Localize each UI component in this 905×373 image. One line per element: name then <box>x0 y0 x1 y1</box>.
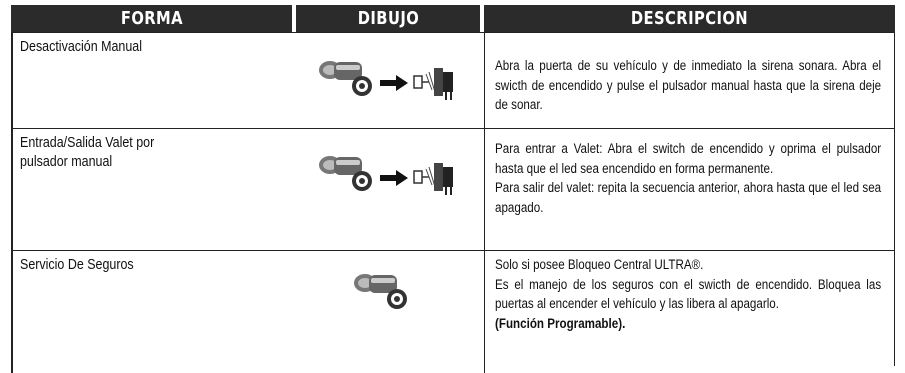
row2-forma-line1: Entrada/Salida Valet por <box>20 135 155 151</box>
row2-desc-text-2: Para salir del valet: repita la secuenci… <box>495 180 882 215</box>
ignition-key-icon <box>319 156 372 191</box>
column-divider <box>484 32 485 373</box>
header-descripcion: DESCRIPCION <box>484 5 895 32</box>
arrow-right-icon <box>380 75 408 91</box>
row-separator <box>11 250 895 251</box>
header-dibujo: DIBUJO <box>296 5 480 32</box>
row2-description: Para entrar a Valet: Abra el switch de e… <box>495 139 881 217</box>
row1-forma: Desactivación Manual <box>20 38 162 57</box>
row-separator <box>11 128 895 129</box>
ignition-key-icon <box>354 274 407 309</box>
row2-desc-text-1: Para entrar a Valet: Abra el switch de e… <box>495 141 882 176</box>
header-forma: FORMA <box>11 5 292 32</box>
key-to-button-figure <box>319 61 453 100</box>
row-separator <box>11 32 895 33</box>
header-descripcion-label: DESCRIPCION <box>630 8 749 29</box>
row3-desc-bold: (Función Programable). <box>495 315 626 331</box>
row3-forma-text: Servicio De Seguros <box>20 257 134 273</box>
key-figure <box>354 274 407 309</box>
row3-desc-line1: Solo si posee Bloqueo Central ULTRA®. <box>495 257 704 272</box>
ignition-key-icon <box>319 61 372 96</box>
row1-description: Abra la puerta de su vehículo y de inmed… <box>495 56 881 115</box>
key-to-button-figure <box>319 156 453 195</box>
row1-desc-text: Abra la puerta de su vehículo y de inmed… <box>495 58 882 112</box>
row3-desc-line2: Es el manejo de los seguros con el swict… <box>495 276 882 312</box>
row1-forma-text: Desactivación Manual <box>20 39 142 55</box>
arrow-right-icon <box>380 170 408 186</box>
row3-description: Solo si posee Bloqueo Central ULTRA®. Es… <box>495 255 881 333</box>
table-left-border <box>11 32 13 373</box>
push-button-icon <box>413 68 453 100</box>
table-right-border <box>894 32 895 366</box>
row2-forma: Entrada/Salida Valet por pulsador manual <box>20 134 176 172</box>
push-button-icon <box>413 163 453 195</box>
header-forma-label: FORMA <box>120 8 183 29</box>
header-dibujo-label: DIBUJO <box>357 8 419 29</box>
row2-forma-line2: pulsador manual <box>20 154 113 170</box>
features-table: FORMA DIBUJO DESCRIPCION Desactivación M… <box>11 5 895 373</box>
row3-forma: Servicio De Seguros <box>20 256 152 275</box>
